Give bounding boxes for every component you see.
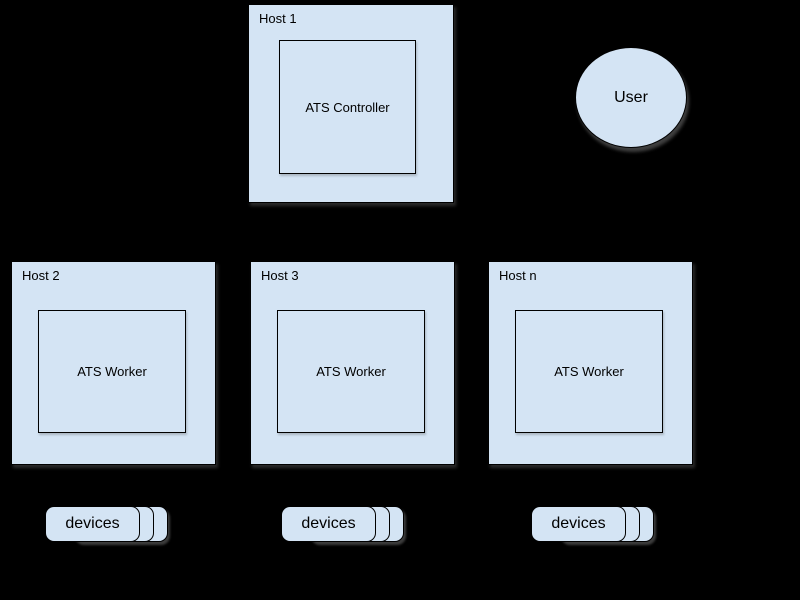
host2-label: Host 2 [22,268,60,283]
user-label: User [614,88,648,106]
device-card-front: devices [45,506,140,542]
ats-worker-node: ATS Worker [515,310,663,433]
ats-worker-node: ATS Worker [277,310,425,433]
devices-stack-host2: devices [45,506,169,542]
host2-box: Host 2 ATS Worker [11,261,216,465]
device-card-front: devices [531,506,626,542]
user-ellipse: User [575,47,687,148]
devices-label: devices [65,515,120,532]
ats-controller-label: ATS Controller [305,99,390,115]
devices-label: devices [301,515,356,532]
hostn-box: Host n ATS Worker [488,261,693,465]
host3-box: Host 3 ATS Worker [250,261,455,465]
devices-label: devices [551,515,606,532]
ats-worker-node: ATS Worker [38,310,186,433]
ats-controller-node: ATS Controller [279,40,416,174]
host3-label: Host 3 [261,268,299,283]
ats-worker-label: ATS Worker [316,364,386,379]
device-card-front: devices [281,506,376,542]
devices-stack-host3: devices [281,506,405,542]
host1-box: Host 1 ATS Controller [248,4,454,203]
hostn-label: Host n [499,268,537,283]
ats-worker-label: ATS Worker [554,364,624,379]
ats-worker-label: ATS Worker [77,364,147,379]
host1-label: Host 1 [259,11,297,26]
devices-stack-hostn: devices [531,506,655,542]
